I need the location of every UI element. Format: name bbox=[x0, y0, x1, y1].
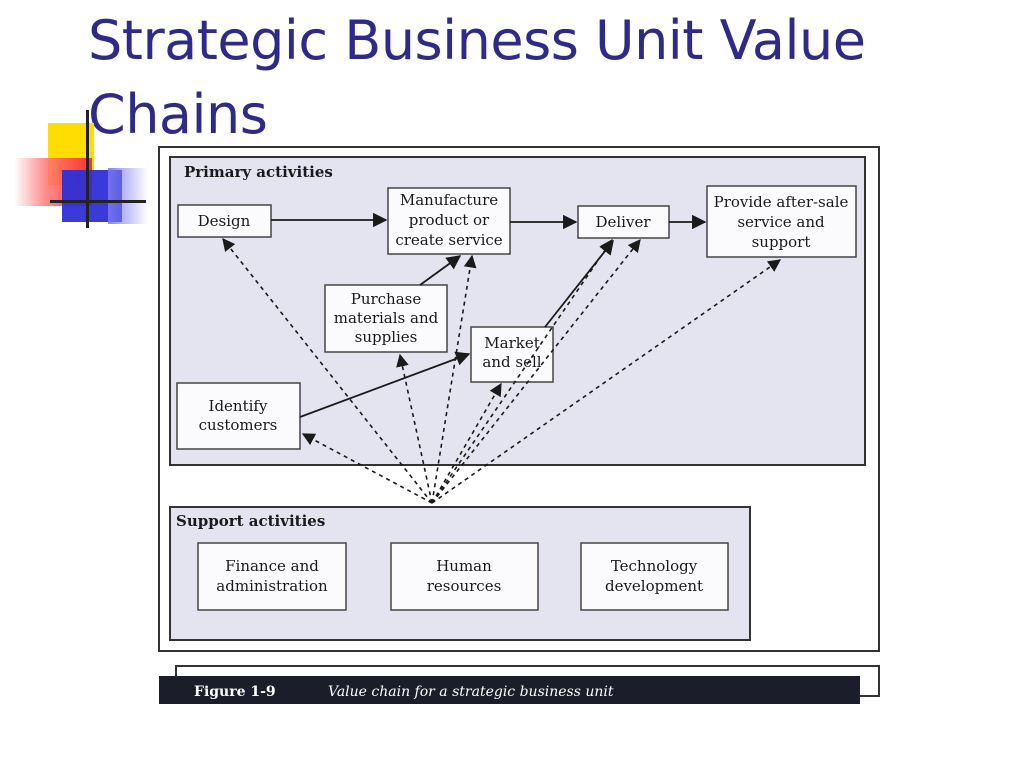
box-hr-line2: resources bbox=[427, 577, 502, 595]
decor-vertical-line bbox=[86, 110, 89, 228]
slide-title-line1: Strategic Business Unit Value bbox=[88, 9, 866, 72]
dashed-arrow-to-deliver-a bbox=[431, 238, 613, 504]
box-design-label: Design bbox=[198, 212, 251, 230]
primary-activities-label: Primary activities bbox=[184, 163, 333, 181]
dashed-arrow-to-after-sale bbox=[431, 259, 782, 504]
slide-title: Strategic Business Unit Value Chains bbox=[88, 4, 968, 152]
dashed-arrow-to-identify bbox=[301, 433, 433, 504]
box-tech: Technology development bbox=[580, 542, 729, 611]
box-after-sale: Provide after-sale service and support bbox=[706, 185, 857, 258]
box-tech-line1: Technology bbox=[611, 557, 698, 575]
box-deliver-label: Deliver bbox=[595, 213, 651, 231]
box-manufacture: Manufacture product or create service bbox=[387, 187, 511, 255]
decor-blue-fade bbox=[108, 168, 148, 224]
caption-text: Value chain for a strategic business uni… bbox=[328, 684, 614, 700]
box-after-sale-line1: Provide after-sale bbox=[714, 193, 849, 211]
box-after-sale-line2: service and bbox=[737, 213, 825, 231]
box-market-line2: and sell bbox=[482, 353, 541, 371]
box-finance: Finance and administration bbox=[197, 542, 347, 611]
box-finance-line1: Finance and bbox=[225, 557, 319, 575]
arrow-identify-to-market bbox=[299, 351, 471, 418]
box-tech-line2: development bbox=[605, 577, 703, 595]
support-activities-label: Support activities bbox=[176, 512, 325, 530]
box-purchase-line1: Purchase bbox=[351, 290, 422, 308]
box-hr: Human resources bbox=[390, 542, 539, 611]
caption-bar bbox=[159, 676, 860, 704]
arrow-market-to-deliver bbox=[544, 239, 614, 328]
dashed-arrow-to-purchase bbox=[396, 353, 433, 504]
caption-number: Figure 1-9 bbox=[194, 684, 276, 700]
dashed-arrow-to-manufacture bbox=[431, 254, 477, 504]
box-purchase-line2: materials and bbox=[334, 309, 439, 327]
box-design: Design bbox=[177, 204, 272, 238]
dashed-arrow-to-design bbox=[222, 237, 433, 504]
decor-horizontal-line bbox=[50, 200, 146, 203]
dashed-arrow-to-market bbox=[431, 382, 502, 504]
box-purchase-line3: supplies bbox=[355, 328, 418, 346]
box-deliver: Deliver bbox=[577, 205, 670, 239]
box-market: Market and sell bbox=[470, 326, 554, 383]
box-manufacture-line2: product or bbox=[409, 211, 490, 229]
box-purchase: Purchase materials and supplies bbox=[324, 284, 448, 353]
box-market-line1: Market bbox=[484, 334, 539, 352]
box-manufacture-line3: create service bbox=[395, 231, 502, 249]
box-finance-line2: administration bbox=[216, 577, 328, 595]
box-after-sale-line3: support bbox=[752, 233, 811, 251]
value-chain-diagram: Primary activities Support activities De… bbox=[158, 146, 880, 704]
slide-title-line2: Chains bbox=[88, 83, 268, 146]
arrow-purchase-to-manufacture bbox=[419, 255, 462, 286]
box-identify-line2: customers bbox=[199, 416, 278, 434]
box-manufacture-line1: Manufacture bbox=[400, 191, 498, 209]
box-identify: Identify customers bbox=[176, 382, 301, 450]
box-identify-line1: Identify bbox=[209, 397, 268, 415]
box-hr-line1: Human bbox=[436, 557, 492, 575]
